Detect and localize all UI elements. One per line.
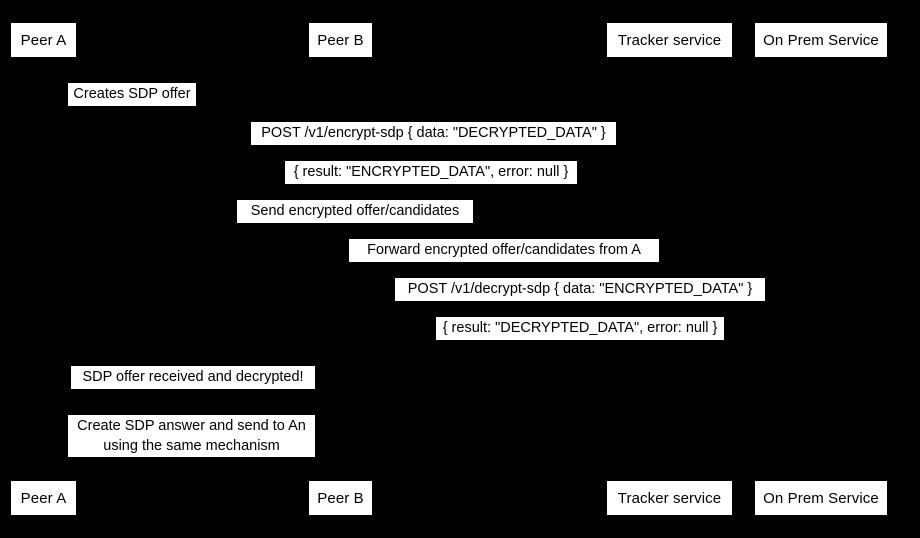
participant-footer-on-prem-service[interactable]: On Prem Service: [754, 480, 888, 516]
participant-header-peer-a-label: Peer A: [20, 31, 67, 49]
participant-footer-peer-b[interactable]: Peer B: [308, 480, 373, 516]
participant-header-peer-b[interactable]: Peer B: [308, 22, 373, 58]
participant-header-peer-b-label: Peer B: [317, 31, 364, 49]
participant-footer-peer-a[interactable]: Peer A: [10, 480, 77, 516]
arrow-post-decrypt-sdp: [340, 261, 821, 267]
message-label-post-encrypt-sdp: POST /v1/encrypt-sdp { data: "DECRYPTED_…: [251, 122, 616, 145]
participant-footer-tracker-service[interactable]: Tracker service: [606, 480, 733, 516]
arrow-decrypt-sdp-result: [340, 300, 821, 306]
participant-header-tracker-service[interactable]: Tracker service: [606, 22, 733, 58]
participant-footer-tracker-service-label: Tracker service: [617, 489, 722, 507]
message-label-create-sdp-answer-line1: Create SDP answer and send to An: [77, 418, 306, 434]
participant-footer-peer-b-label: Peer B: [317, 489, 364, 507]
participant-header-tracker-service-label: Tracker service: [617, 31, 722, 49]
arrow-encrypt-sdp-result: [43, 144, 821, 150]
message-label-send-encrypted-offer: Send encrypted offer/candidates: [237, 200, 473, 223]
participant-footer-peer-a-label: Peer A: [20, 489, 67, 507]
participant-header-on-prem-service-label: On Prem Service: [763, 31, 879, 49]
arrow-send-encrypted-offer: [43, 183, 670, 189]
message-label-create-sdp-answer: Create SDP answer and send to An using t…: [68, 415, 315, 457]
message-label-sdp-offer-received: SDP offer received and decrypted!: [71, 366, 315, 389]
message-label-create-sdp-answer-line2: using the same mechanism: [103, 438, 280, 454]
participant-header-on-prem-service[interactable]: On Prem Service: [754, 22, 888, 58]
participant-footer-on-prem-service-label: On Prem Service: [763, 489, 879, 507]
lifeline-peer-a: [43, 58, 44, 480]
lifeline-tracker-service: [669, 58, 670, 480]
arrow-forward-encrypted-offer: [340, 222, 670, 228]
participant-header-peer-a[interactable]: Peer A: [10, 22, 77, 58]
message-label-post-decrypt-sdp: POST /v1/decrypt-sdp { data: "ENCRYPTED_…: [395, 278, 765, 301]
lifeline-on-prem-service: [820, 58, 821, 480]
message-label-forward-encrypted-offer: Forward encrypted offer/candidates from …: [349, 239, 659, 262]
message-label-decrypt-sdp-result: { result: "DECRYPTED_DATA", error: null …: [436, 317, 724, 340]
message-label-creates-sdp-offer: Creates SDP offer: [68, 83, 196, 106]
message-label-encrypt-sdp-result: { result: "ENCRYPTED_DATA", error: null …: [285, 161, 577, 184]
arrow-post-encrypt-sdp: [43, 105, 821, 111]
lifeline-peer-b: [340, 58, 341, 480]
